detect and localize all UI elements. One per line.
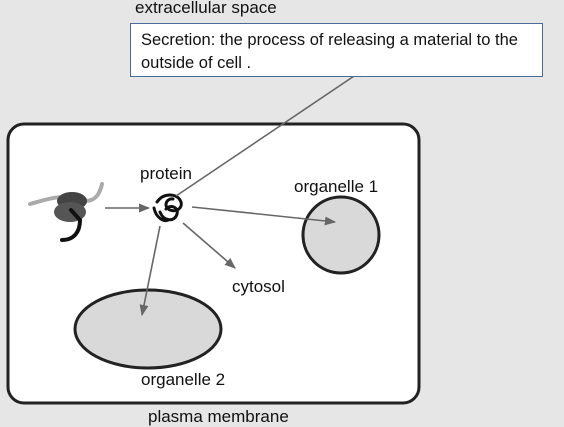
protein-icon	[152, 193, 183, 222]
arrow-secretion	[175, 67, 367, 197]
organelle-1	[301, 195, 381, 275]
organelle-2	[73, 288, 223, 370]
organelle-2-label: organelle 2	[141, 370, 226, 389]
secretion-callout: Secretion: the process of releasing a ma…	[130, 23, 543, 77]
organelle-1-label: organelle 1	[294, 177, 379, 196]
protein-label: protein	[140, 164, 192, 183]
extracellular-space-label: extracellular space	[135, 0, 277, 17]
cytosol-label: cytosol	[232, 277, 285, 296]
arrow-to-cytosol	[182, 222, 236, 269]
ribosome-icon	[28, 182, 104, 242]
arrow-to-organelle-1	[191, 206, 337, 226]
plasma-membrane-label: plasma membrane	[148, 407, 289, 426]
arrow-to-organelle-2	[139, 225, 161, 317]
